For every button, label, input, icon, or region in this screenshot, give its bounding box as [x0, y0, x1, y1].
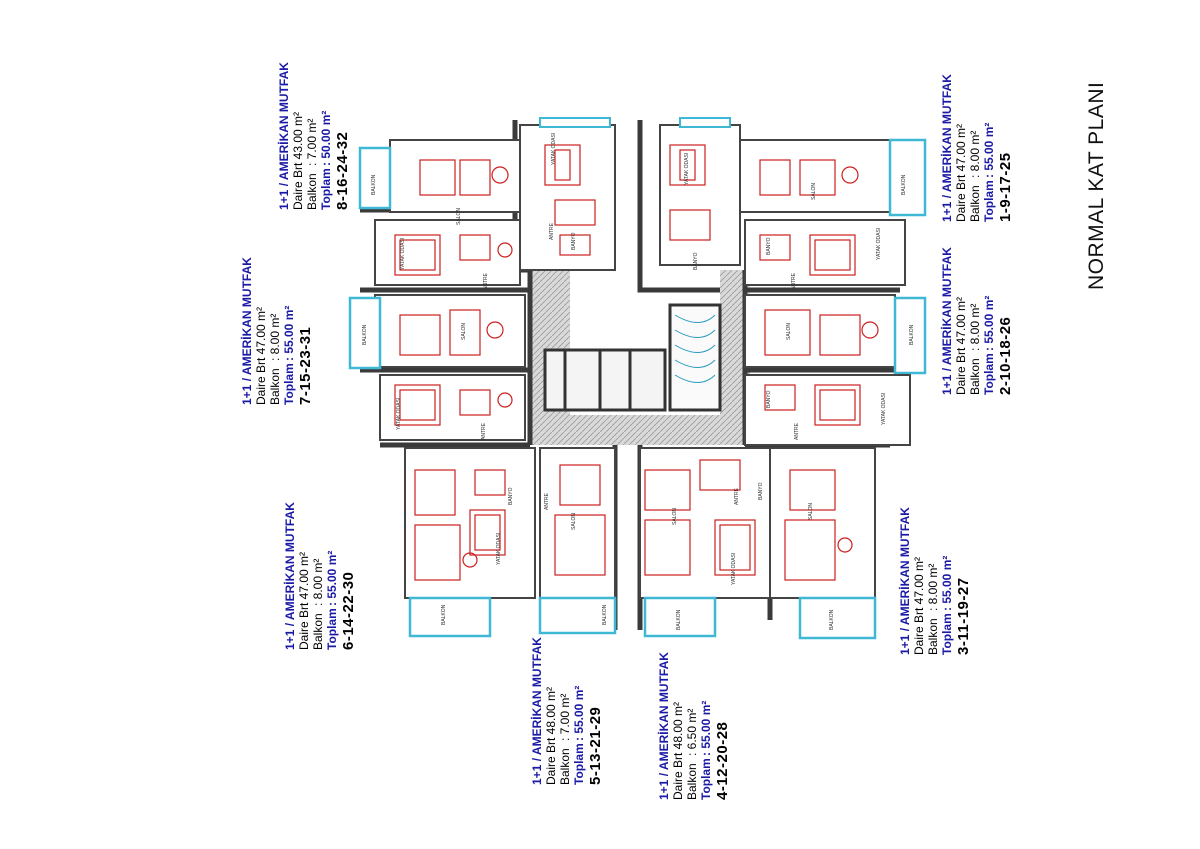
svg-text:ANTRE: ANTRE — [794, 422, 800, 440]
svg-text:YATAK ODASI: YATAK ODASI — [881, 393, 887, 425]
svg-text:YATAK ODASI: YATAK ODASI — [496, 533, 502, 565]
svg-text:BALKON: BALKON — [676, 609, 682, 630]
svg-text:YATAK ODASI: YATAK ODASI — [396, 398, 402, 430]
svg-text:BALKON: BALKON — [362, 324, 368, 345]
svg-text:BALKON: BALKON — [909, 324, 915, 345]
svg-text:ANTRE: ANTRE — [549, 222, 555, 240]
svg-text:ANTRE: ANTRE — [544, 492, 550, 510]
apartment-6 — [379, 374, 536, 638]
svg-text:SALON: SALON — [456, 208, 462, 225]
apartment-3 — [769, 447, 877, 640]
unit-label-2: 1+1 / AMERİKAN MUTFAK Daire Brt: 47.00 m… — [940, 247, 1014, 395]
apartment-2 — [744, 219, 927, 446]
svg-text:BALKON: BALKON — [371, 174, 377, 195]
svg-text:BANYO: BANYO — [766, 237, 772, 255]
svg-text:SALON: SALON — [811, 183, 817, 200]
unit-label-8: 1+1 / AMERİKAN MUTFAK Daire Brt: 43.00 m… — [277, 62, 351, 210]
svg-text:BANYO: BANYO — [571, 232, 577, 250]
svg-text:ANTRE: ANTRE — [481, 422, 487, 440]
room-labels: SALON YATAK ODASI ANTRE BANYO BALKON YAT… — [362, 133, 915, 630]
svg-text:YATAK ODASI: YATAK ODASI — [400, 238, 406, 270]
svg-text:BALKON: BALKON — [602, 604, 608, 625]
svg-text:ANTRE: ANTRE — [734, 487, 740, 505]
svg-text:BANYO: BANYO — [766, 390, 772, 408]
svg-text:YATAK ODASI: YATAK ODASI — [551, 133, 557, 165]
svg-text:BALKON: BALKON — [901, 174, 907, 195]
apartment-5 — [538, 447, 617, 635]
svg-text:SALON: SALON — [672, 508, 678, 525]
svg-text:YATAK ODASI: YATAK ODASI — [876, 228, 882, 260]
svg-text:BALKON: BALKON — [441, 604, 447, 625]
svg-text:ANTRE: ANTRE — [483, 272, 489, 290]
svg-text:SALON: SALON — [461, 323, 467, 340]
unit-label-1: 1+1 / AMERİKAN MUTFAK Daire Brt: 47.00 m… — [940, 74, 1014, 222]
svg-text:SALON: SALON — [786, 323, 792, 340]
svg-text:ANTRE: ANTRE — [791, 272, 797, 290]
unit-label-6: 1+1 / AMERİKAN MUTFAK Daire Brt: 47.00 m… — [283, 502, 357, 650]
unit-label-7: 1+1 / AMERİKAN MUTFAK Daire Brt: 47.00 m… — [240, 257, 314, 405]
stairwell — [668, 303, 722, 412]
svg-text:BANYO: BANYO — [693, 252, 699, 270]
svg-text:BALKON: BALKON — [829, 609, 835, 630]
svg-text:YATAK ODASI: YATAK ODASI — [684, 153, 690, 185]
unit-label-4: 1+1 / AMERİKAN MUTFAK Daire Brt: 48.00 m… — [657, 652, 731, 800]
unit-label-3: 1+1 / AMERİKAN MUTFAK Daire Brt: 47.00 m… — [898, 507, 972, 655]
unit-label-5: 1+1 / AMERİKAN MUTFAK Daire Brt: 48.00 m… — [530, 637, 604, 785]
apartment-7 — [348, 219, 526, 370]
apartment-1 — [659, 117, 927, 266]
furniture — [394, 144, 879, 581]
page-title: NORMAL KAT PLANI — [1085, 81, 1108, 290]
svg-text:SALON: SALON — [571, 513, 577, 530]
svg-text:SALON: SALON — [808, 503, 814, 520]
core-corridor — [530, 270, 750, 445]
svg-text:YATAK ODASI: YATAK ODASI — [731, 553, 737, 585]
svg-text:BANYO: BANYO — [508, 487, 514, 505]
svg-text:BANYO: BANYO — [758, 482, 764, 500]
apartment-4 — [639, 447, 771, 638]
